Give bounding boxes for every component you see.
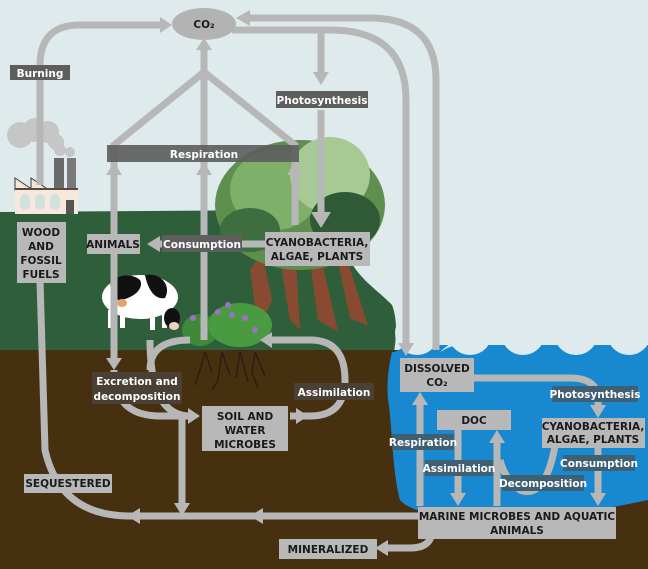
label-text: Decomposition	[499, 478, 587, 490]
arrow-assimilation-land	[270, 336, 349, 420]
arrowhead	[196, 38, 212, 50]
label-photosynthesis-land: Photosynthesis	[276, 91, 368, 108]
arrowhead	[375, 540, 388, 556]
node-text: WATER	[225, 425, 266, 437]
node-text: DISSOLVED	[404, 363, 470, 375]
node-text: FOSSIL	[20, 255, 62, 267]
node-text: CYANOBACTERIA,	[266, 237, 369, 249]
label-excretion: Excretion and decomposition	[92, 372, 182, 404]
node-text: ALGAE, PLANTS	[547, 434, 639, 446]
flowers-icon	[182, 302, 272, 347]
arrow-co2-to-ocean	[232, 26, 410, 345]
arrowhead	[590, 405, 606, 418]
arrowhead	[313, 72, 329, 85]
label-text: Photosynthesis	[277, 95, 368, 107]
arrow-burning	[36, 21, 165, 185]
label-text: Respiration	[389, 437, 457, 449]
arrow-to-sequestered	[36, 279, 420, 520]
arrowhead	[127, 508, 140, 524]
node-marine-microbes: MARINE MICROBES AND AQUATIC ANIMALS	[418, 507, 616, 539]
node-text: FUELS	[22, 269, 59, 281]
node-text: CYANOBACTERIA,	[542, 421, 645, 433]
node-mineralized: MINERALIZED	[279, 539, 377, 559]
label-text: Respiration	[170, 149, 238, 161]
node-land-producers: CYANOBACTERIA, ALGAE, PLANTS	[265, 232, 370, 266]
label-consumption-land: Consumption	[162, 235, 242, 252]
arrowhead	[398, 343, 414, 356]
label-text: Consumption	[163, 239, 241, 251]
node-text: CO₂	[426, 377, 448, 389]
arrowhead	[412, 392, 428, 405]
label-text: Photosynthesis	[550, 389, 641, 401]
arrowhead	[489, 430, 505, 443]
co2-label: CO₂	[193, 19, 215, 31]
label-respiration-land: Respiration	[107, 145, 299, 162]
label-assimilation-land: Assimilation	[294, 383, 374, 400]
label-text: decomposition	[94, 391, 181, 403]
node-wood-fossil: WOOD AND FOSSIL FUELS	[17, 222, 66, 283]
node-text: ALGAE, PLANTS	[271, 251, 363, 263]
arrow-ocean-to-co2	[245, 14, 440, 350]
node-text: SOIL AND	[217, 411, 274, 423]
arrowhead	[147, 236, 160, 252]
label-decomposition-water: Decomposition	[499, 475, 587, 491]
label-consumption-water: Consumption	[560, 455, 638, 471]
node-text: MINERALIZED	[288, 544, 369, 556]
node-dissolved-co2: DISSOLVED CO₂	[400, 358, 474, 392]
node-soil-microbes: SOIL AND WATER MICROBES	[202, 406, 288, 451]
node-text: MARINE MICROBES AND AQUATIC	[419, 511, 616, 523]
arrowhead	[260, 332, 272, 348]
label-burning: Burning	[10, 65, 70, 80]
node-marine-producers: CYANOBACTERIA, ALGAE, PLANTS	[542, 418, 645, 448]
arrowhead	[250, 508, 263, 524]
arrowhead	[188, 408, 200, 424]
node-text: MICROBES	[214, 439, 276, 451]
co2-node	[172, 8, 236, 40]
arrow-plants-loop	[146, 336, 191, 371]
label-assimilation-water: Assimilation	[423, 460, 496, 476]
node-sequestered: SEQUESTERED	[24, 474, 112, 493]
arrowhead	[106, 358, 122, 370]
label-text: Consumption	[560, 458, 638, 470]
node-text: WOOD	[22, 227, 60, 239]
label-respiration-water: Respiration	[389, 434, 457, 450]
node-text: SEQUESTERED	[25, 478, 111, 490]
arrowhead	[450, 493, 466, 506]
arrowhead	[590, 493, 606, 506]
factory-icon	[14, 158, 78, 214]
label-text: Assimilation	[298, 387, 371, 399]
arrowhead	[106, 162, 122, 175]
arrowhead	[287, 162, 303, 175]
label-text: Excretion and	[96, 376, 178, 388]
roots-icon	[194, 351, 266, 391]
arrowhead	[296, 408, 308, 424]
arrowhead	[196, 162, 212, 175]
arrowhead	[236, 10, 250, 26]
node-text: DOC	[461, 415, 487, 427]
node-animals: ANIMALS	[86, 234, 140, 254]
cow-icon	[102, 274, 180, 330]
arrowhead	[160, 17, 172, 33]
label-photosynthesis-water: Photosynthesis	[550, 386, 641, 402]
node-text: ANIMALS	[86, 239, 140, 251]
label-text: Burning	[17, 68, 64, 80]
node-doc: DOC	[437, 410, 511, 430]
node-text: ANIMALS	[490, 525, 544, 537]
arrowhead	[311, 212, 331, 228]
node-text: AND	[28, 241, 54, 253]
arrowhead	[174, 503, 190, 516]
label-text: Assimilation	[423, 463, 496, 475]
